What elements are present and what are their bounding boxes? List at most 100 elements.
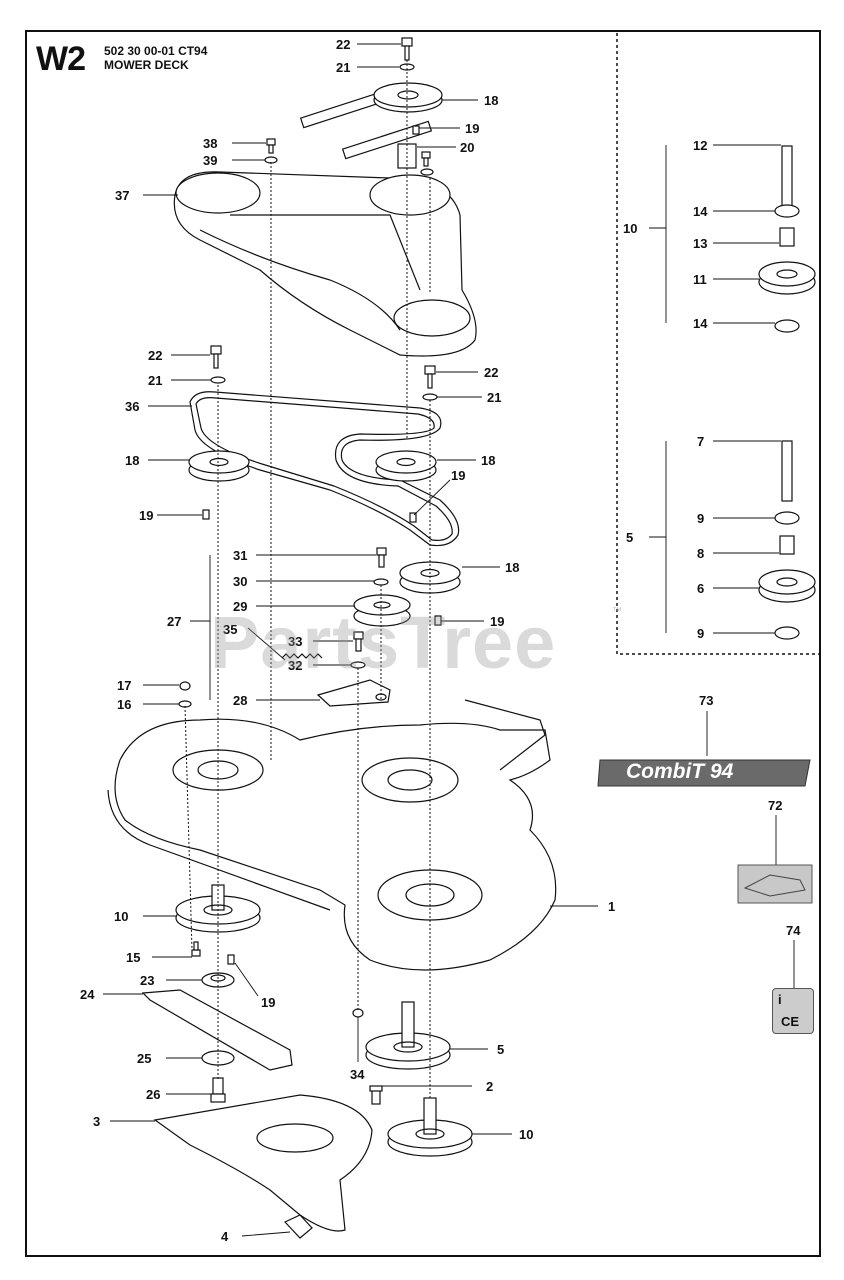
bearing-23 — [201, 972, 235, 988]
callout-6: 6 — [697, 581, 704, 596]
knob-4 — [283, 1214, 313, 1239]
callout-4: 4 — [221, 1229, 229, 1244]
callout-29: 29 — [233, 599, 247, 614]
key-19-lower — [434, 615, 442, 626]
nut-34 — [352, 1008, 364, 1018]
callout-15: 15 — [126, 950, 140, 965]
callout-16: 16 — [117, 697, 131, 712]
part-number: 502 30 00-01 CT94 — [104, 44, 208, 58]
washer-21-left — [210, 376, 226, 384]
diagram-title: MOWER DECK — [104, 58, 189, 72]
bearing-14-bottom — [774, 319, 800, 333]
callout-21: 21 — [148, 373, 162, 388]
callout-19: 19 — [139, 508, 153, 523]
tension-arm-28 — [316, 679, 391, 707]
badge-text: CombiT 94 — [626, 760, 734, 783]
callout-22: 22 — [148, 348, 162, 363]
washer-right — [420, 168, 434, 176]
key-19-spindle — [227, 954, 235, 965]
belt-cover-37 — [173, 171, 477, 357]
callout-14: 14 — [693, 204, 708, 219]
callout-25: 25 — [137, 1051, 151, 1066]
ce-decal-74 — [772, 988, 814, 1034]
washer-21-right — [422, 393, 438, 401]
callout-3: 3 — [93, 1114, 100, 1129]
callout-19: 19 — [451, 468, 465, 483]
bolt-22-left — [210, 345, 222, 369]
callout-12: 12 — [693, 138, 707, 153]
callout-2: 2 — [486, 1079, 493, 1094]
spindle-kit-5 — [758, 440, 816, 640]
drive-belt-36 — [189, 391, 460, 547]
top-pulley — [299, 82, 443, 160]
callout-21: 21 — [487, 390, 501, 405]
callout-31: 31 — [233, 548, 247, 563]
mower-deck-1 — [107, 699, 557, 971]
bearing-9-top — [774, 511, 800, 525]
callout-73: 73 — [699, 693, 713, 708]
callout-18: 18 — [481, 453, 495, 468]
callout-32: 32 — [288, 658, 302, 673]
combit-badge-73 — [597, 759, 811, 787]
callout-17: 17 — [117, 678, 131, 693]
callout-5: 5 — [626, 530, 633, 545]
callout-34: 34 — [350, 1067, 365, 1082]
spindle-10-left — [175, 884, 261, 933]
pulley-18-mid — [375, 450, 437, 482]
callout-18: 18 — [484, 93, 498, 108]
callout-38: 38 — [203, 136, 217, 151]
callout-7: 7 — [697, 434, 704, 449]
spacer-8 — [779, 535, 795, 555]
spacer-13 — [779, 227, 795, 247]
key-19-top — [412, 125, 420, 135]
bolt-33 — [353, 631, 364, 652]
ce-mark: CE — [781, 1014, 800, 1029]
callout-21: 21 — [336, 60, 350, 75]
callout-26: 26 — [146, 1087, 160, 1102]
spindle-10-right — [387, 1097, 473, 1157]
callout-18: 18 — [505, 560, 519, 575]
callout-10: 10 — [114, 909, 128, 924]
callout-9: 9 — [697, 511, 704, 526]
callout-14: 14 — [693, 316, 708, 331]
key-19-left — [202, 509, 210, 520]
callout-30: 30 — [233, 574, 247, 589]
callout-36: 36 — [125, 399, 139, 414]
callout-9: 9 — [697, 626, 704, 641]
watermark: PartsTree — [210, 601, 557, 684]
bolt-22-right — [424, 365, 436, 389]
callout-10: 10 — [519, 1127, 533, 1142]
key-19-mid — [409, 512, 417, 523]
callout-13: 13 — [693, 236, 707, 251]
mulch-plate-3 — [153, 1094, 373, 1232]
callout-37: 37 — [115, 188, 129, 203]
bearing-14-top — [774, 204, 800, 218]
spindle-5 — [365, 1001, 451, 1070]
small-bolt-38 — [266, 138, 276, 154]
callout-22: 22 — [484, 365, 498, 380]
diagram-code: W2 — [36, 40, 86, 78]
callout-19: 19 — [261, 995, 275, 1010]
callout-35: 35 — [223, 622, 237, 637]
spring-35 — [281, 653, 323, 659]
info-book-icon: i — [778, 992, 782, 1007]
belt-routing-decal-72 — [737, 864, 813, 904]
callout-24: 24 — [80, 987, 95, 1002]
callout-22: 22 — [336, 37, 350, 52]
callout-74: 74 — [786, 923, 801, 938]
callout-19: 19 — [490, 614, 504, 629]
callout-10: 10 — [623, 221, 637, 236]
callout-8: 8 — [697, 546, 704, 561]
bolt-31 — [376, 547, 387, 568]
callout-1: 1 — [608, 899, 615, 914]
shaft-12 — [781, 145, 793, 207]
callout-11: 11 — [693, 272, 707, 287]
callout-23: 23 — [140, 973, 154, 988]
callout-18: 18 — [125, 453, 139, 468]
callout-19: 19 — [465, 121, 479, 136]
diagram-frame — [25, 30, 821, 1257]
bolt-2 — [369, 1085, 383, 1105]
small-bolt-right — [421, 151, 431, 167]
bolt-22-top — [401, 37, 413, 61]
